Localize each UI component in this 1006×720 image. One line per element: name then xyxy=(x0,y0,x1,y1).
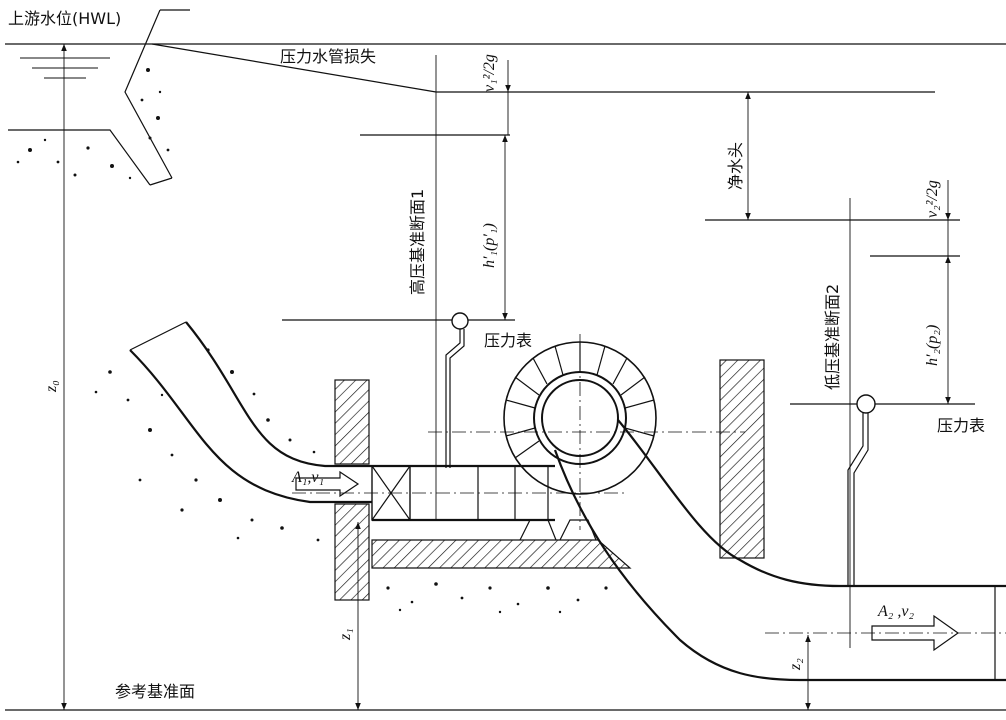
high-pressure-section: 高压基准断面1 xyxy=(408,55,437,520)
upstream-water-level-label: 上游水位(HWL) xyxy=(8,9,121,28)
energy-line: 压力水管损失 xyxy=(151,43,437,93)
dimension-arrows xyxy=(61,44,951,710)
right-wall xyxy=(719,359,765,559)
right-wall-block xyxy=(719,359,765,559)
pressure-head-2-label: h′₂(p₂) xyxy=(924,325,941,366)
elevation-2-label: z₂ xyxy=(787,658,804,671)
penstock-pipe: A₁,v₁ xyxy=(94,321,372,542)
gauge-2-dial xyxy=(856,394,876,414)
penstock-upper-wall xyxy=(185,321,372,468)
gauge-2-tube-b xyxy=(853,413,869,586)
pressure-gauge-2-label: 压力表 xyxy=(937,416,985,435)
outlet-area-velocity-label: A₂ ,v₂ xyxy=(877,603,914,620)
draft-tube-upper-wall xyxy=(617,419,1006,588)
dam-face xyxy=(124,9,173,179)
inlet-area-velocity-label: A₁,v₁ xyxy=(291,469,324,486)
head-reference-lines xyxy=(282,91,975,405)
soil-dots-penstock xyxy=(94,348,320,542)
gauge-2-tube-a xyxy=(847,413,864,586)
draft-tube-lower-wall xyxy=(553,449,1006,682)
velocity-head-1-label: v₁²/2g xyxy=(481,54,498,92)
high-pressure-section-label: 高压基准断面1 xyxy=(408,189,427,295)
low-pressure-section: 低压基准断面2 xyxy=(823,198,851,648)
outlet-flow-arrow xyxy=(871,614,960,652)
low-pressure-section-label: 低压基准断面2 xyxy=(823,284,842,390)
elevation-1-label: z₁ xyxy=(337,628,354,641)
reference-datum-label: 参考基准面 xyxy=(115,682,195,701)
net-head-label: 净水头 xyxy=(726,142,745,190)
elevation-0-label: z₀ xyxy=(43,380,60,393)
energy-grade-line xyxy=(151,43,437,93)
left-wall-lower xyxy=(334,503,370,601)
pressure-gauge-2: 压力表 xyxy=(847,394,985,586)
velocity-head-2-label: v₂²/2g xyxy=(924,180,941,218)
foundation xyxy=(371,539,632,614)
turbine xyxy=(428,334,745,530)
pressure-gauge-1: 压力表 xyxy=(445,312,532,468)
penstock-cut xyxy=(129,321,187,351)
gauge-1-tube-b xyxy=(449,329,465,468)
soil-dots-upper xyxy=(16,68,170,180)
upstream-reservoir: 上游水位(HWL) xyxy=(5,9,1006,186)
head-symbols: v₁²/2g h′₁(p′₁) 净水头 v₂²/2g h′₂(p₂) z₀ z₁… xyxy=(43,54,941,671)
penstock-loss-label: 压力水管损失 xyxy=(280,47,376,66)
reference-datum: 参考基准面 xyxy=(5,682,1006,711)
penstock-lower-wall xyxy=(129,349,372,504)
gauge-1-dial xyxy=(451,312,469,330)
reservoir-bed xyxy=(8,129,151,186)
stay-vane-2 xyxy=(559,519,597,541)
left-wall-upper xyxy=(334,379,370,465)
pressure-gauge-1-label: 压力表 xyxy=(484,331,532,350)
inlet-flow-arrow xyxy=(295,470,360,498)
soil-dots-foundation xyxy=(386,582,608,614)
foundation-slab xyxy=(371,539,632,569)
draft-tube: A₂ ,v₂ xyxy=(553,419,1006,682)
left-wall xyxy=(334,379,370,601)
pressure-head-1-label: h′₁(p′₁) xyxy=(481,223,498,268)
stay-vane-1 xyxy=(519,519,557,541)
gauge-1-tube-a xyxy=(445,329,461,468)
intake-mouth xyxy=(149,177,173,186)
